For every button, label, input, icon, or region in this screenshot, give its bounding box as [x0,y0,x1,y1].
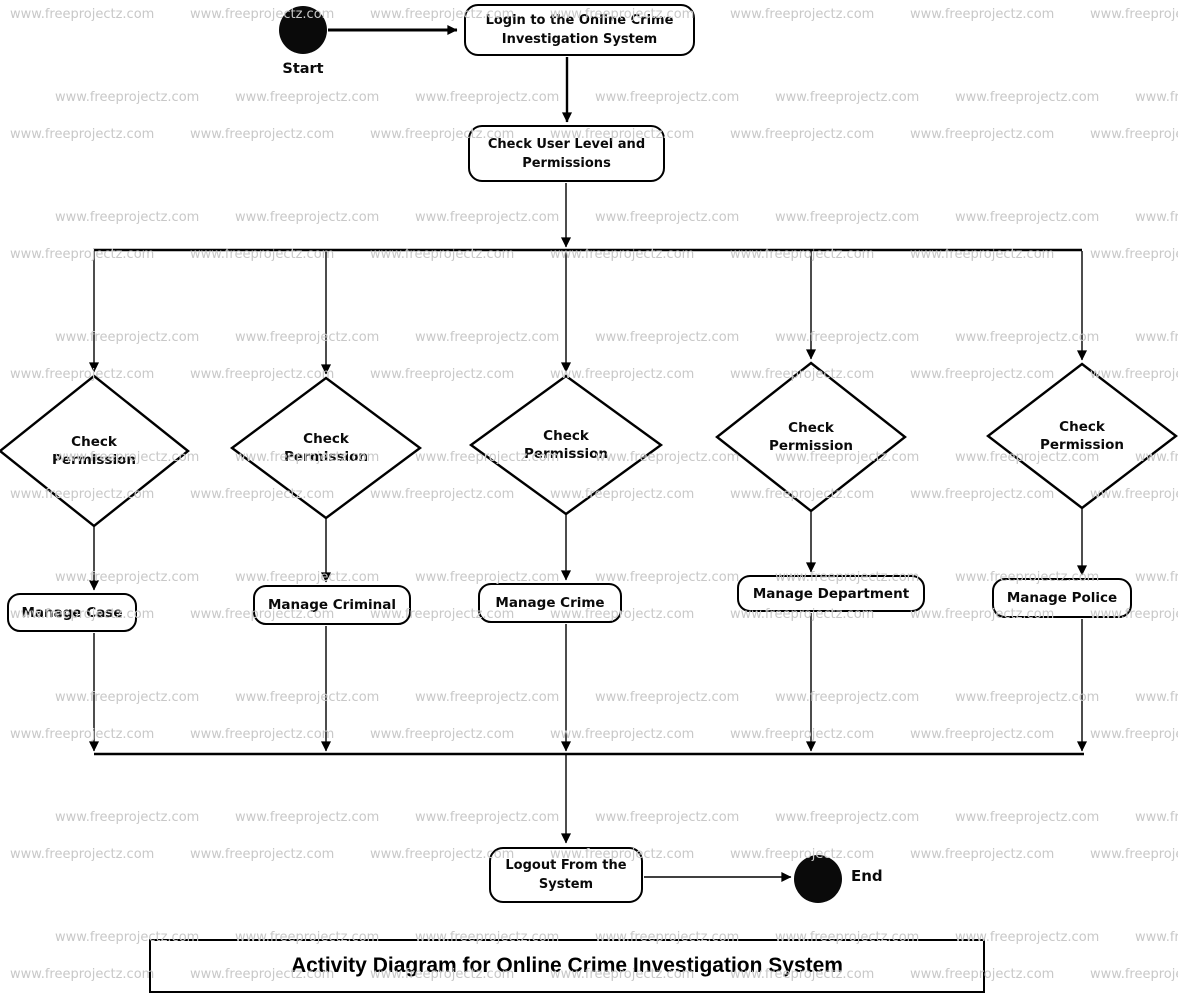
decision-diamond-1 [0,374,190,528]
decision-label-5: Check Permission [1040,419,1124,453]
decision-diamond-3 [468,374,664,516]
manage-crime-box: Manage Crime [478,583,622,623]
end-node [794,855,842,903]
decision-diamond-2 [229,376,423,520]
start-label: Start [282,61,324,77]
login-activity-box: Login to the Online Crime Investigation … [464,4,695,56]
diagram-title: Activity Diagram for Online Crime Invest… [149,939,985,993]
decision-label-3: Check Permission [524,428,608,462]
end-label: End [851,867,883,885]
check-user-level-activity-box: Check User Level and Permissions [468,125,665,182]
logout-activity-box: Logout From the System [489,847,643,903]
decision-diamond-5 [986,362,1178,510]
decision-label-2: Check Permission [284,431,368,465]
manage-case-box: Manage Case [7,593,137,632]
decision-diamond-4 [715,361,907,513]
manage-department-box: Manage Department [737,575,925,612]
decision-label-4: Check Permission [769,420,853,454]
manage-police-box: Manage Police [992,578,1132,618]
start-node [279,6,327,54]
manage-criminal-box: Manage Criminal [253,585,411,625]
decision-label-1: Check Permission [52,434,136,468]
